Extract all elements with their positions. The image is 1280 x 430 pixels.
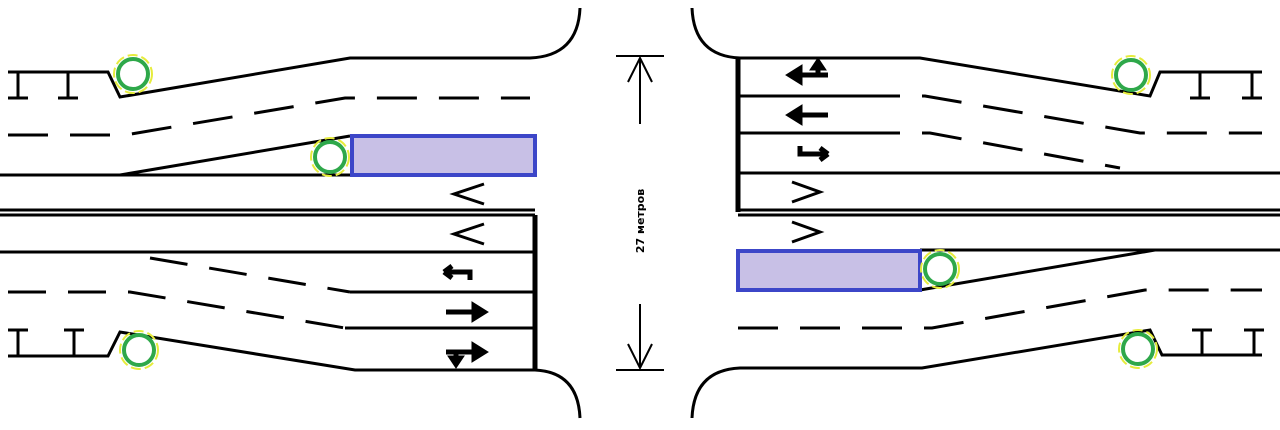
- left-island-taper: [119, 134, 351, 177]
- right-bottom-curb: [690, 328, 1262, 419]
- tree-icon: [310, 137, 350, 177]
- arrowhead-down-icon: [627, 343, 653, 371]
- right-lane-line-2-dashed: [860, 131, 1121, 170]
- right-approach: [690, 7, 1280, 419]
- turn-left-arrow: [442, 264, 473, 280]
- dimension-arrow: [616, 55, 664, 371]
- right-yield-markings: [791, 180, 825, 244]
- turn-right-arrow: [797, 146, 830, 162]
- left-yield-markings: [449, 182, 485, 246]
- left-bottom-parking-bay: [8, 328, 84, 356]
- left-refuge-island: [350, 134, 537, 177]
- right-bottom-dashed-divider: [738, 288, 1262, 330]
- right-refuge-island: [736, 249, 922, 292]
- left-top-curb: [8, 7, 582, 99]
- right-island-taper: [919, 248, 1156, 292]
- trees: [113, 54, 1158, 370]
- tree-icon: [1118, 329, 1158, 369]
- straight-arrow: [785, 104, 828, 126]
- yield-marking: [449, 182, 485, 206]
- left-top-dashed-divider: [8, 96, 530, 137]
- tree-icon: [1111, 55, 1151, 95]
- arrowhead-up-icon: [627, 55, 653, 83]
- yield-marking: [791, 220, 825, 244]
- left-lane-line-3-dashed: [149, 256, 351, 294]
- left-approach: [0, 7, 582, 419]
- right-top-curb: [690, 7, 1262, 98]
- right-top-parking-bay: [1190, 72, 1262, 100]
- left-lane-arrows: [442, 264, 489, 369]
- tree-icon: [113, 54, 153, 94]
- straight-left-arrow: [785, 57, 828, 86]
- tree-icon: [920, 249, 960, 289]
- left-bottom-curb: [8, 330, 582, 419]
- yield-marking: [791, 180, 825, 204]
- right-bottom-parking-bay: [1192, 328, 1264, 355]
- right-lane-line-1-dashed: [860, 94, 1262, 135]
- left-lane-line-4-dashed: [8, 290, 346, 330]
- dimension-label: 27 метров: [634, 189, 647, 253]
- left-top-parking-bay: [8, 72, 78, 100]
- right-lane-arrows: [785, 57, 830, 162]
- yield-marking: [449, 222, 485, 246]
- tree-icon: [119, 330, 159, 370]
- straight-arrow: [446, 301, 489, 323]
- straight-right-arrow: [446, 341, 489, 369]
